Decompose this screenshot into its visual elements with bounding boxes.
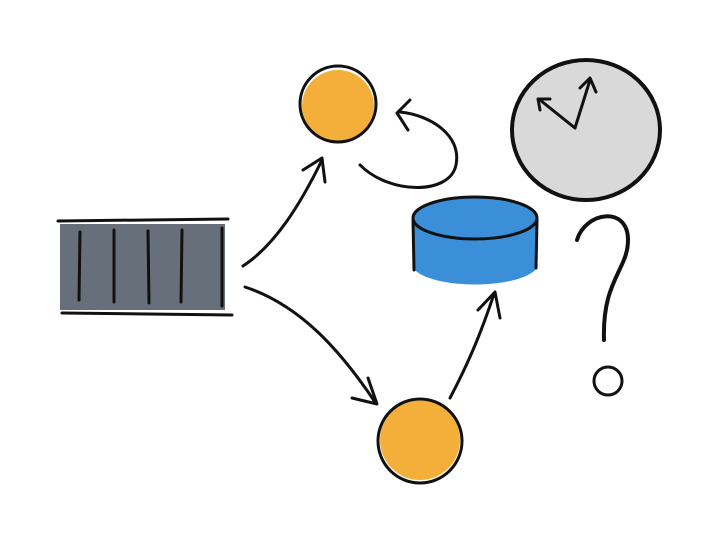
question-mark-dot [592,365,624,397]
database-side [411,218,416,272]
database-cylinder [411,195,539,285]
worker-top [298,64,378,144]
queue-divider [77,230,82,302]
clock-hand-hour [538,98,577,130]
arrow-queue-to-bottom-worker [243,285,377,404]
queue-divider [146,229,151,305]
queue-body [60,224,225,310]
database-top [411,195,539,241]
clock-hand-minute [573,78,592,130]
clock-rim [510,58,662,202]
arrow-worker-to-database [448,292,496,400]
database-side [534,218,539,270]
queue-bottom-line [60,311,234,317]
clock-face [514,60,658,200]
arrowhead-icon [350,376,379,406]
arrowhead-icon [536,97,552,112]
worker-bottom [376,397,464,485]
worker-top-fill [302,70,374,142]
arrowhead-icon [476,290,502,320]
worker-bottom-fill [380,400,460,480]
queue-divider [179,228,184,304]
question-mark-curve [575,214,630,342]
clock-icon [510,58,662,202]
queue-top-line [56,217,230,223]
message-queue [56,217,234,317]
arrowhead-icon [395,98,412,132]
arrow-queue-to-top-worker [241,158,324,268]
database-top-fill [413,198,537,240]
arrowhead-icon [578,76,598,94]
arrowhead-icon [301,156,327,184]
question-mark-icon [575,214,630,397]
loop-arrow [358,110,459,189]
